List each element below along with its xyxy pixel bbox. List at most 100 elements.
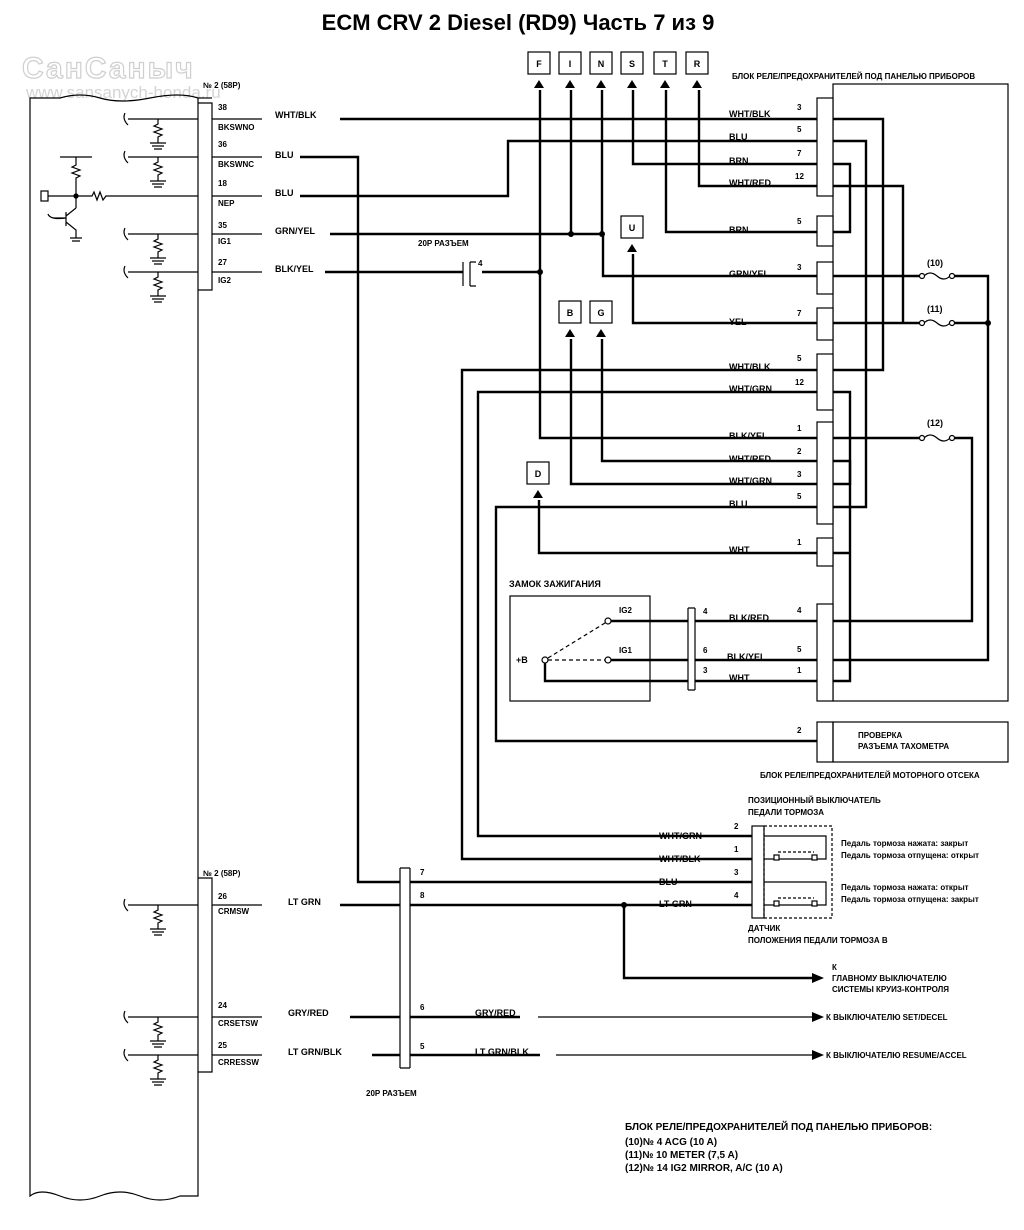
svg-text:BLU: BLU <box>729 132 748 142</box>
wire-label-gry-red-6: GRY/RED <box>475 1008 516 1018</box>
svg-text:ПРОВЕРКА: ПРОВЕРКА <box>858 731 903 740</box>
wire-label-lt-grn-26: LT GRN <box>288 897 321 907</box>
connector-d: D <box>535 469 542 479</box>
svg-text:БЛОК РЕЛЕ/ПРЕДОХРАНИТЕЛЕЙ ПОД: БЛОК РЕЛЕ/ПРЕДОХРАНИТЕЛЕЙ ПОД ПАНЕЛЬЮ ПР… <box>625 1120 932 1133</box>
svg-text:CRMSW: CRMSW <box>218 907 250 916</box>
ecm-internal-circuits-bottom <box>123 898 198 1086</box>
cruise-main-c: СИСТЕМЫ КРУИЗ-КОНТРОЛЯ <box>832 985 949 994</box>
connector-r: R <box>694 59 701 69</box>
svg-text:5: 5 <box>797 217 802 226</box>
svg-text:IG1: IG1 <box>619 646 632 655</box>
watermark-url: www.sansanych-honda.ru <box>25 83 221 102</box>
svg-text:1: 1 <box>797 666 802 675</box>
svg-text:36: 36 <box>218 140 227 149</box>
svg-text:ПОЛОЖЕНИЯ ПЕДАЛИ ТОРМОЗА В: ПОЛОЖЕНИЯ ПЕДАЛИ ТОРМОЗА В <box>748 936 888 945</box>
svg-text:WHT/BLK: WHT/BLK <box>729 362 771 372</box>
fuse-10-label: (10) <box>927 258 943 268</box>
cruise-main-b: ГЛАВНОМУ ВЫКЛЮЧАТЕЛЮ <box>832 974 947 983</box>
svg-text:WHT/BLK: WHT/BLK <box>729 109 771 119</box>
connector-g: G <box>597 308 604 318</box>
svg-text:ДАТЧИК: ДАТЧИК <box>748 924 780 933</box>
connector-20p-bottom: 7 8 6 5 20P РАЗЪЕМ <box>366 867 425 1098</box>
ecm-pin-18: 18 NEP <box>212 179 262 208</box>
svg-text:5: 5 <box>797 125 802 134</box>
svg-text:5: 5 <box>797 492 802 501</box>
connector-20p-top: 20P РАЗЪЕМ 4 <box>418 239 483 287</box>
svg-text:ЗАМОК ЗАЖИГАНИЯ: ЗАМОК ЗАЖИГАНИЯ <box>509 579 601 589</box>
svg-text:12: 12 <box>795 172 804 181</box>
ecm-pin-24: 24 CRSETSW <box>212 1001 262 1028</box>
ignition-switch: ЗАМОК ЗАЖИГАНИЯ +B IG2 IG1 4 6 3 <box>509 579 817 702</box>
svg-text:5: 5 <box>797 354 802 363</box>
svg-text:1: 1 <box>734 845 739 854</box>
engine-fuse-box-label: БЛОК РЕЛЕ/ПРЕДОХРАНИТЕЛЕЙ МОТОРНОГО ОТСЕ… <box>760 771 980 780</box>
connector-t: T <box>662 59 668 69</box>
svg-text:BKSWNO: BKSWNO <box>218 123 254 132</box>
svg-text:WHT/GRN: WHT/GRN <box>729 476 772 486</box>
svg-text:WHT/GRN: WHT/GRN <box>729 384 772 394</box>
svg-text:7: 7 <box>420 868 425 877</box>
wires <box>300 90 991 884</box>
ecm-pin-26: 26 CRMSW <box>212 892 262 916</box>
svg-text:4: 4 <box>797 606 802 615</box>
svg-text:IG2: IG2 <box>619 606 632 615</box>
cruise-resume-label: К ВЫКЛЮЧАТЕЛЮ RESUME/ACCEL <box>826 1051 967 1060</box>
wire-label-lt-grn-blk-5: LT GRN/BLK <box>475 1047 529 1057</box>
lower-wires <box>340 880 824 1060</box>
svg-text:6: 6 <box>703 646 708 655</box>
svg-text:IG2: IG2 <box>218 276 231 285</box>
svg-text:12: 12 <box>795 378 804 387</box>
wire-label-blu-36: BLU <box>275 150 294 160</box>
svg-text:38: 38 <box>218 103 227 112</box>
svg-text:NEP: NEP <box>218 199 235 208</box>
ecm-internal-circuits-top <box>40 112 198 303</box>
svg-text:35: 35 <box>218 221 227 230</box>
svg-text:BRN: BRN <box>729 156 749 166</box>
svg-text:2: 2 <box>734 822 739 831</box>
fuses: (10) (11) (12) <box>918 258 956 442</box>
svg-text:Педаль тормоза отпущена: откры: Педаль тормоза отпущена: открыт <box>841 851 979 860</box>
svg-text:BKSWNC: BKSWNC <box>218 160 254 169</box>
svg-text:4: 4 <box>478 259 483 268</box>
svg-text:Педаль тормоза отпущена: закры: Педаль тормоза отпущена: закрыт <box>841 895 979 904</box>
diagram-title: ECM CRV 2 Diesel (RD9) Часть 7 из 9 <box>322 10 715 35</box>
svg-text:6: 6 <box>420 1003 425 1012</box>
top-connectors: F I N S T R <box>527 51 709 88</box>
svg-text:1: 1 <box>797 424 802 433</box>
mid-connectors: U B G D <box>526 215 644 498</box>
svg-text:+B: +B <box>516 655 528 665</box>
svg-text:25: 25 <box>218 1041 227 1050</box>
svg-text:27: 27 <box>218 258 227 267</box>
svg-text:3: 3 <box>797 103 802 112</box>
svg-text:18: 18 <box>218 179 227 188</box>
svg-text:WHT: WHT <box>729 545 750 555</box>
svg-text:BLU: BLU <box>729 499 748 509</box>
svg-text:4: 4 <box>734 891 739 900</box>
svg-text:WHT/BLK: WHT/BLK <box>659 854 701 864</box>
brake-pedal-switch: ПОЗИЦИОННЫЙ ВЫКЛЮЧАТЕЛЬ ПЕДАЛИ ТОРМОЗА 2… <box>659 796 979 945</box>
svg-text:BLK/YEL: BLK/YEL <box>727 652 766 662</box>
connector-s: S <box>629 59 635 69</box>
wire-label-gry-red-24: GRY/RED <box>288 1008 329 1018</box>
svg-text:5: 5 <box>420 1042 425 1051</box>
ecm-connector-bottom-label: № 2 (58P) <box>203 869 241 878</box>
fuse-legend: БЛОК РЕЛЕ/ПРЕДОХРАНИТЕЛЕЙ ПОД ПАНЕЛЬЮ ПР… <box>625 1120 932 1174</box>
svg-text:3: 3 <box>797 470 802 479</box>
connector-i: I <box>569 59 572 69</box>
svg-text:2: 2 <box>797 447 802 456</box>
svg-text:(11)№ 10 METER (7,5 A): (11)№ 10 METER (7,5 A) <box>625 1150 738 1161</box>
svg-text:BLK/RED: BLK/RED <box>729 613 769 623</box>
svg-text:2: 2 <box>797 726 802 735</box>
svg-text:(12)№ 14 IG2 MIRROR, A/C (10 A: (12)№ 14 IG2 MIRROR, A/C (10 A) <box>625 1163 783 1174</box>
svg-text:BRN: BRN <box>729 225 749 235</box>
svg-text:24: 24 <box>218 1001 227 1010</box>
svg-text:26: 26 <box>218 892 227 901</box>
svg-text:3: 3 <box>797 263 802 272</box>
svg-text:7: 7 <box>797 309 802 318</box>
svg-text:WHT/GRN: WHT/GRN <box>659 831 702 841</box>
svg-text:CRSETSW: CRSETSW <box>218 1019 258 1028</box>
svg-text:ПЕДАЛИ ТОРМОЗА: ПЕДАЛИ ТОРМОЗА <box>748 808 824 817</box>
ecm-connector-top-label: № 2 (58P) <box>203 81 241 90</box>
svg-text:Педаль тормоза нажата: открыт: Педаль тормоза нажата: открыт <box>841 883 969 892</box>
